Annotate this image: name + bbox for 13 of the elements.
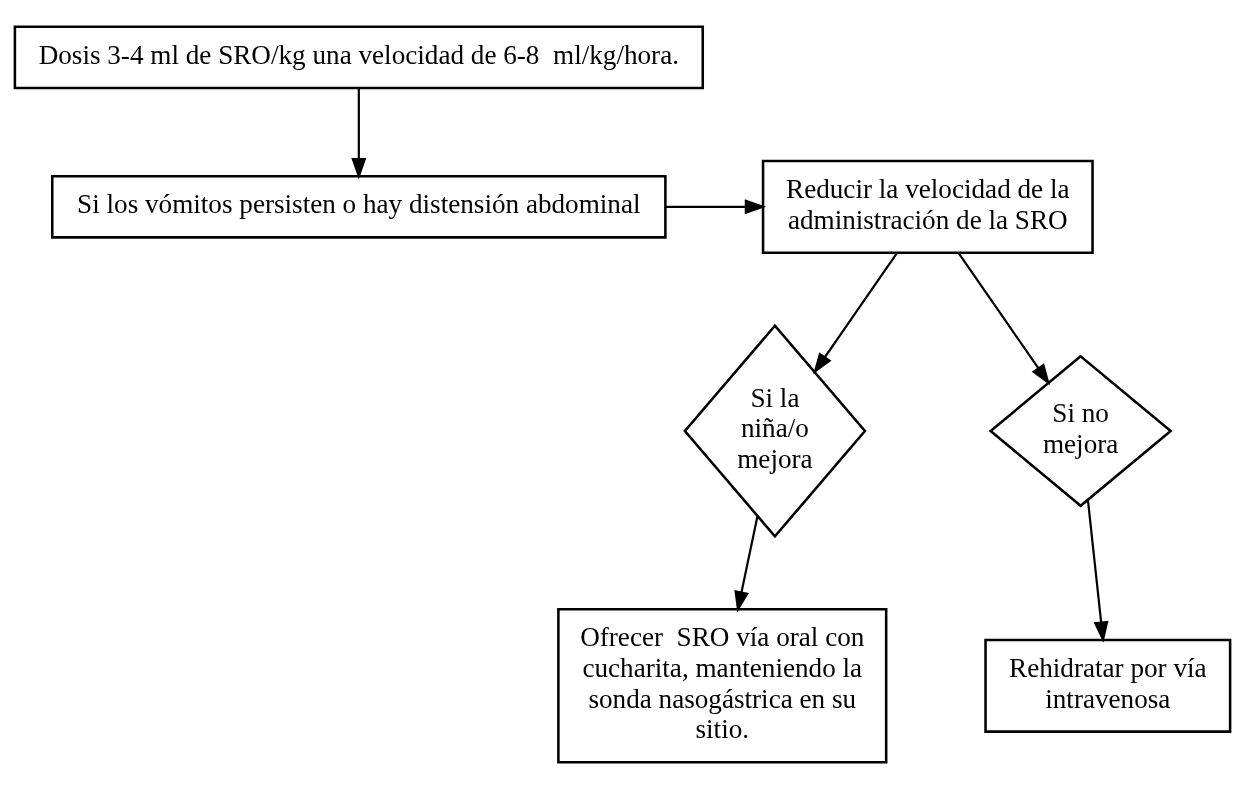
node-box: Si los vómitos persisten o hay distensión abdominal xyxy=(51,174,667,239)
node-box: Reducir la velocidad de la administración de la SRO xyxy=(761,159,1094,254)
node-diamond: Si no mejora xyxy=(988,354,1173,508)
arrow xyxy=(665,199,767,215)
arrow xyxy=(734,516,759,613)
arrow xyxy=(351,88,367,180)
arrow xyxy=(957,252,1051,386)
arrow xyxy=(1086,499,1109,643)
node-box: Dosis 3-4 ml de SRO/kg una velocidad de 6-8 ml/kg/hora. xyxy=(13,25,705,90)
node-box: Ofrecer SRO vía oral con cucharita, manteniendo la sonda nasogástrica en su sitio. xyxy=(557,608,888,764)
arrow xyxy=(813,252,898,375)
node-box: Rehidratar por vía intravenosa xyxy=(984,638,1232,733)
node-diamond: Si la niña/o mejora xyxy=(683,323,867,539)
